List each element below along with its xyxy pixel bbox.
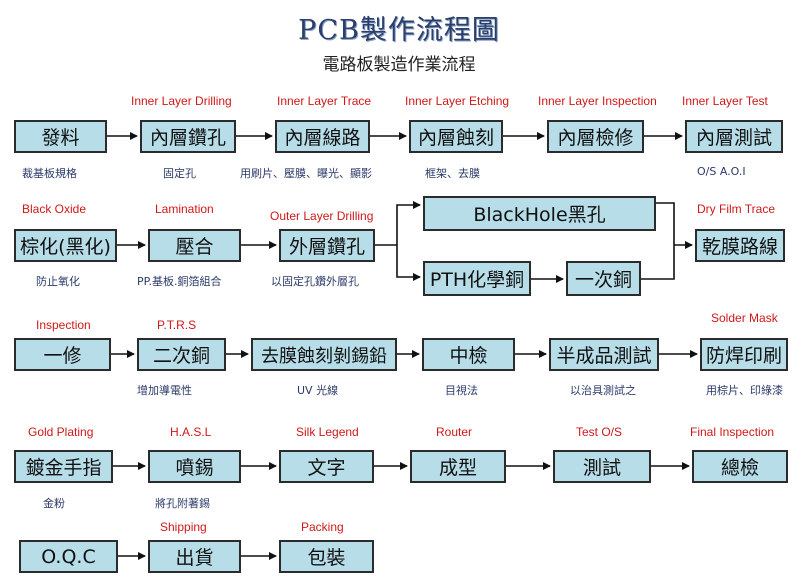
label-inner-layer-drilling: Inner Layer Drilling bbox=[131, 94, 232, 108]
label-inner-layer-trace: Inner Layer Trace bbox=[277, 94, 372, 108]
step-first-copper: 一次銅 bbox=[566, 261, 641, 296]
note-inner-layer-trace: 用刷片、壓膜、曝光、顯影 bbox=[240, 167, 372, 180]
step-gold-finger: 鍍金手指 bbox=[14, 450, 113, 483]
step-lamination: 壓合 bbox=[148, 229, 241, 262]
note-inner-layer-test: O/S A.O.I bbox=[697, 165, 746, 178]
merge-s10 bbox=[656, 202, 675, 245]
note-material-issue: 裁基板規格 bbox=[22, 167, 77, 180]
note-inner-layer-drilling: 固定孔 bbox=[163, 167, 196, 180]
label-inner-layer-inspection: Inner Layer Inspection bbox=[538, 94, 657, 108]
label-test-os: Test O/S bbox=[576, 425, 623, 439]
note-strip-etch: UV 光線 bbox=[297, 384, 339, 397]
step-hasl: 噴錫 bbox=[148, 450, 241, 483]
page-subtitle: 電路板製造作業流程 bbox=[322, 55, 476, 75]
note-second-copper: 增加導電性 bbox=[137, 384, 192, 397]
step-oqc: O.Q.C bbox=[19, 540, 118, 573]
note-solder-mask: 用棕片、印綠漆 bbox=[706, 384, 783, 397]
label-dry-film-trace: Dry Film Trace bbox=[697, 202, 775, 216]
label-inner-layer-etching: Inner Layer Etching bbox=[405, 94, 510, 108]
label-hasl: H.A.S.L bbox=[170, 425, 212, 439]
label-router: Router bbox=[436, 425, 473, 439]
label-outer-layer-drilling: Outer Layer Drilling bbox=[270, 209, 374, 223]
step-solder-mask: 防焊印刷 bbox=[700, 338, 788, 371]
step-outer-layer-drilling: 外層鑽孔 bbox=[279, 229, 375, 262]
step-semi-finished-test: 半成品測試 bbox=[549, 338, 659, 371]
label-lamination: Lamination bbox=[155, 202, 214, 216]
step-mid-inspection: 中檢 bbox=[422, 338, 515, 371]
step-silk-legend: 文字 bbox=[279, 450, 374, 483]
step-test: 測試 bbox=[553, 450, 651, 483]
label-gold-plating: Gold Plating bbox=[28, 425, 94, 439]
arrow-s9-s11 bbox=[396, 245, 421, 281]
step-inner-layer-drilling: 內層鑽孔 bbox=[140, 120, 236, 153]
note-hasl: 將孔附著錫 bbox=[155, 497, 210, 510]
page-title: PCB製作流程圖 bbox=[298, 15, 500, 46]
step-inner-layer-etching: 內層蝕刻 bbox=[409, 120, 503, 153]
step-dry-film-trace: 乾膜路線 bbox=[695, 229, 785, 262]
label-ptrs: P.T.R.S bbox=[157, 318, 197, 332]
step-pth-chemical-copper: PTH化學銅 bbox=[423, 261, 531, 296]
step-material-issue: 發料 bbox=[14, 120, 107, 153]
step-second-copper: 二次銅 bbox=[137, 338, 226, 371]
arrow-s9-s10 bbox=[396, 201, 421, 245]
note-lamination: PP.基板.銅箔組合 bbox=[137, 275, 222, 288]
step-packing: 包裝 bbox=[279, 540, 374, 573]
step-shipping: 出貨 bbox=[148, 540, 241, 573]
label-black-oxide: Black Oxide bbox=[22, 202, 87, 216]
label-inspection: Inspection bbox=[36, 318, 91, 332]
label-inner-layer-test: Inner Layer Test bbox=[682, 94, 768, 108]
step-inner-layer-test: 內層測試 bbox=[685, 120, 783, 153]
step-router: 成型 bbox=[410, 450, 506, 483]
step-black-oxide: 棕化(黑化) bbox=[14, 229, 117, 262]
label-final-inspection: Final Inspection bbox=[690, 425, 775, 439]
note-mid-inspection: 目視法 bbox=[445, 384, 478, 397]
label-silk-legend: Silk Legend bbox=[296, 425, 359, 439]
label-packing: Packing bbox=[301, 520, 344, 534]
step-inner-layer-trace: 內層線路 bbox=[275, 120, 370, 153]
note-semi-finished-test: 以治具測試之 bbox=[570, 384, 636, 397]
step-blackhole: BlackHole黑孔 bbox=[423, 196, 656, 231]
note-outer-layer-drilling: 以固定孔鑽外層孔 bbox=[271, 275, 359, 288]
note-gold-finger: 金粉 bbox=[43, 497, 65, 510]
step-inner-layer-inspection: 內層檢修 bbox=[547, 120, 644, 153]
note-black-oxide: 防止氧化 bbox=[36, 275, 80, 288]
step-first-repair: 一修 bbox=[14, 338, 111, 371]
merge-s12 bbox=[641, 245, 675, 280]
label-solder-mask: Solder Mask bbox=[711, 311, 778, 325]
note-inner-layer-etching: 框架、去膜 bbox=[425, 167, 480, 180]
step-strip-etch-strip-tin: 去膜蝕刻剝錫鉛 bbox=[251, 338, 397, 371]
label-shipping: Shipping bbox=[160, 520, 207, 534]
step-final-inspection: 總檢 bbox=[692, 450, 788, 483]
